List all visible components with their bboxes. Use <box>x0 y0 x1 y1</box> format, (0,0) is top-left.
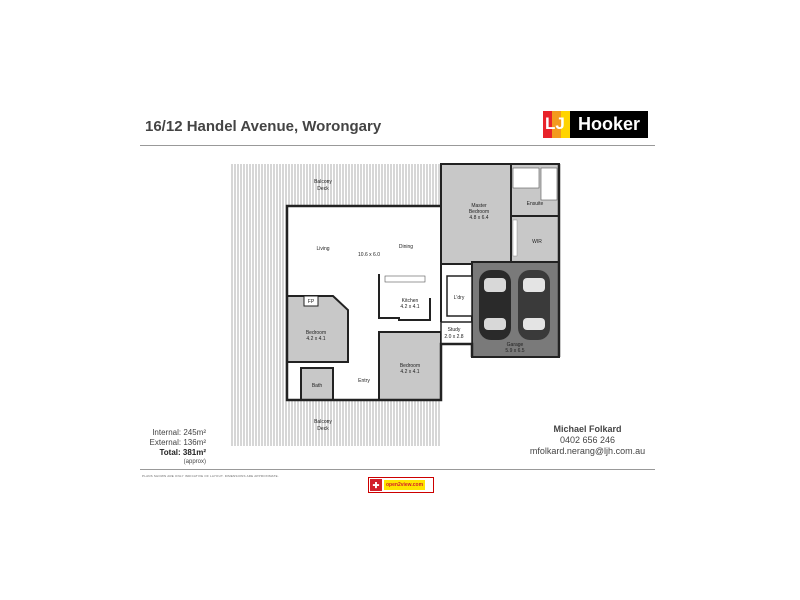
living-label: Living <box>316 246 329 252</box>
agent-contact: Michael Folkard 0402 656 246 mfolkard.ne… <box>520 424 655 457</box>
external-area: External: 136m² <box>149 438 206 447</box>
laundry-label: L'dry <box>454 295 465 301</box>
internal-area: Internal: 245m² <box>152 428 206 437</box>
kitchen-dim: 4.2 x 4.1 <box>400 304 419 310</box>
ensuite-label: Ensuite <box>527 201 544 207</box>
kitchen-label: Kitchen <box>402 298 419 304</box>
open2view-text: open2view.com <box>384 480 426 490</box>
balcony-top-label-2: Deck <box>317 186 329 192</box>
balcony-bottom-label: Balcony <box>314 419 332 425</box>
agent-name: Michael Folkard <box>553 424 622 434</box>
entry-label: Entry <box>358 378 370 384</box>
exterior-walls <box>285 204 474 402</box>
study-dim: 2.0 x 2.8 <box>444 334 463 340</box>
plan-disclaimer: PLANS SHOWN ARE ONLY INDICATIVE OF LAYOU… <box>142 474 279 478</box>
open2view-badge[interactable]: ✚ open2view.com <box>368 477 434 493</box>
balcony-bottom-label-2: Deck <box>317 426 329 432</box>
bedroom-mid-label: Bedroom <box>400 363 420 369</box>
kitchen-bench <box>384 275 426 283</box>
property-address: 16/12 Handel Avenue, Worongary <box>145 118 382 135</box>
master-label: Master <box>471 203 487 209</box>
car-icon <box>479 270 511 340</box>
bath-label: Bath <box>312 383 323 389</box>
bedroom-left-label: Bedroom <box>306 330 326 336</box>
fireplace-box <box>303 295 319 307</box>
kitchen-walls <box>378 274 431 321</box>
lj-logo-mark: LJ <box>543 111 570 138</box>
garage-dim: 5.9 x 6.5 <box>505 348 524 354</box>
master-label-2: Bedroom <box>469 209 489 215</box>
study <box>440 321 473 345</box>
study-label: Study <box>448 327 461 333</box>
approx-note: (approx) <box>183 459 206 465</box>
bedroom-left-dim: 4.2 x 4.1 <box>306 336 325 342</box>
footer-divider <box>140 469 655 470</box>
area-summary: Internal: 245m² External: 136m² Total: 3… <box>142 428 206 466</box>
car-icon <box>518 270 550 340</box>
ensuite-shower <box>512 167 540 189</box>
open2view-icon: ✚ <box>370 479 382 491</box>
living-dim: 10.6 x 6.0 <box>358 252 380 258</box>
ensuite-bath <box>540 167 558 201</box>
fp-label: FP <box>308 299 315 305</box>
balcony-top-label: Balcony <box>314 179 332 185</box>
dining-label: Dining <box>399 244 413 250</box>
header-divider <box>140 145 655 146</box>
laundry <box>446 275 473 317</box>
walk-in-robe <box>510 215 560 263</box>
bedroom-mid-dim: 4.2 x 4.1 <box>400 369 419 375</box>
logo-word: Hooker <box>570 111 649 138</box>
wir-label: WIR <box>532 239 542 245</box>
master-dim: 4.8 x 6.4 <box>469 215 488 221</box>
logo-mark-text: LJ <box>545 114 565 133</box>
agent-phone[interactable]: 0402 656 246 <box>559 435 616 445</box>
total-area: Total: 381m² <box>159 448 206 457</box>
wir-shelf <box>512 219 518 257</box>
garage-label: Garage <box>507 342 524 348</box>
lj-hooker-logo: LJ Hooker <box>543 111 649 138</box>
agent-email[interactable]: mfolkard.nerang@ljh.com.au <box>529 446 646 456</box>
